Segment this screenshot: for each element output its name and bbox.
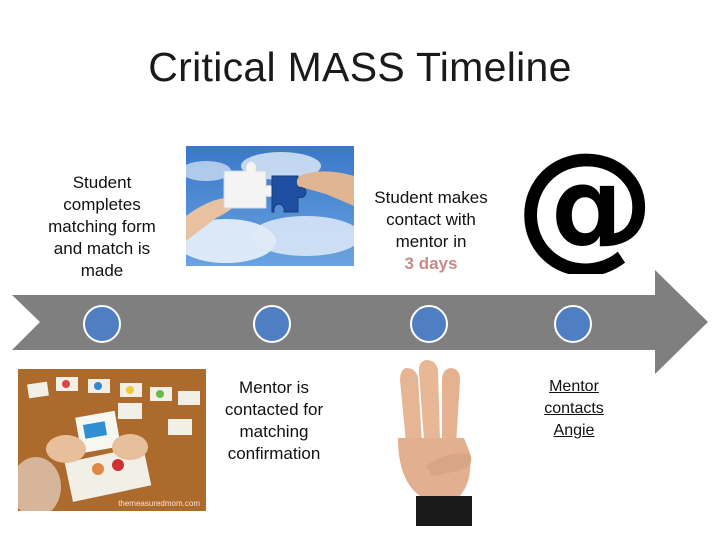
kids-cards-watermark: themeasuredmom.com: [118, 499, 200, 508]
slide-title: Critical MASS Timeline: [148, 44, 572, 90]
three-fingers-hand-image: [378, 358, 490, 526]
step-1-label: Student completes matching form and matc…: [48, 173, 156, 280]
timeline-dot-1: [83, 305, 121, 343]
svg-text:@: @: [518, 140, 652, 274]
timeline-dot-3: [410, 305, 448, 343]
step-3-text: Student makes contact with mentor in: [374, 188, 488, 251]
step-4-label[interactable]: Mentor contacts Angie: [544, 378, 604, 439]
at-sign-icon: @: [518, 140, 652, 274]
step-2-label: Mentor is contacted for matching confirm…: [224, 378, 324, 463]
puzzle-hands-image: [186, 146, 354, 266]
timeline-dot-2: [253, 305, 291, 343]
kids-matching-cards-image: themeasuredmom.com: [18, 369, 206, 511]
timeline-dot-4: [554, 305, 592, 343]
timeline-arrow-shape: [12, 270, 708, 374]
step-3-label: Student makes contact with mentor in 3 d…: [362, 187, 500, 275]
step-3-highlight: 3 days: [404, 254, 458, 273]
